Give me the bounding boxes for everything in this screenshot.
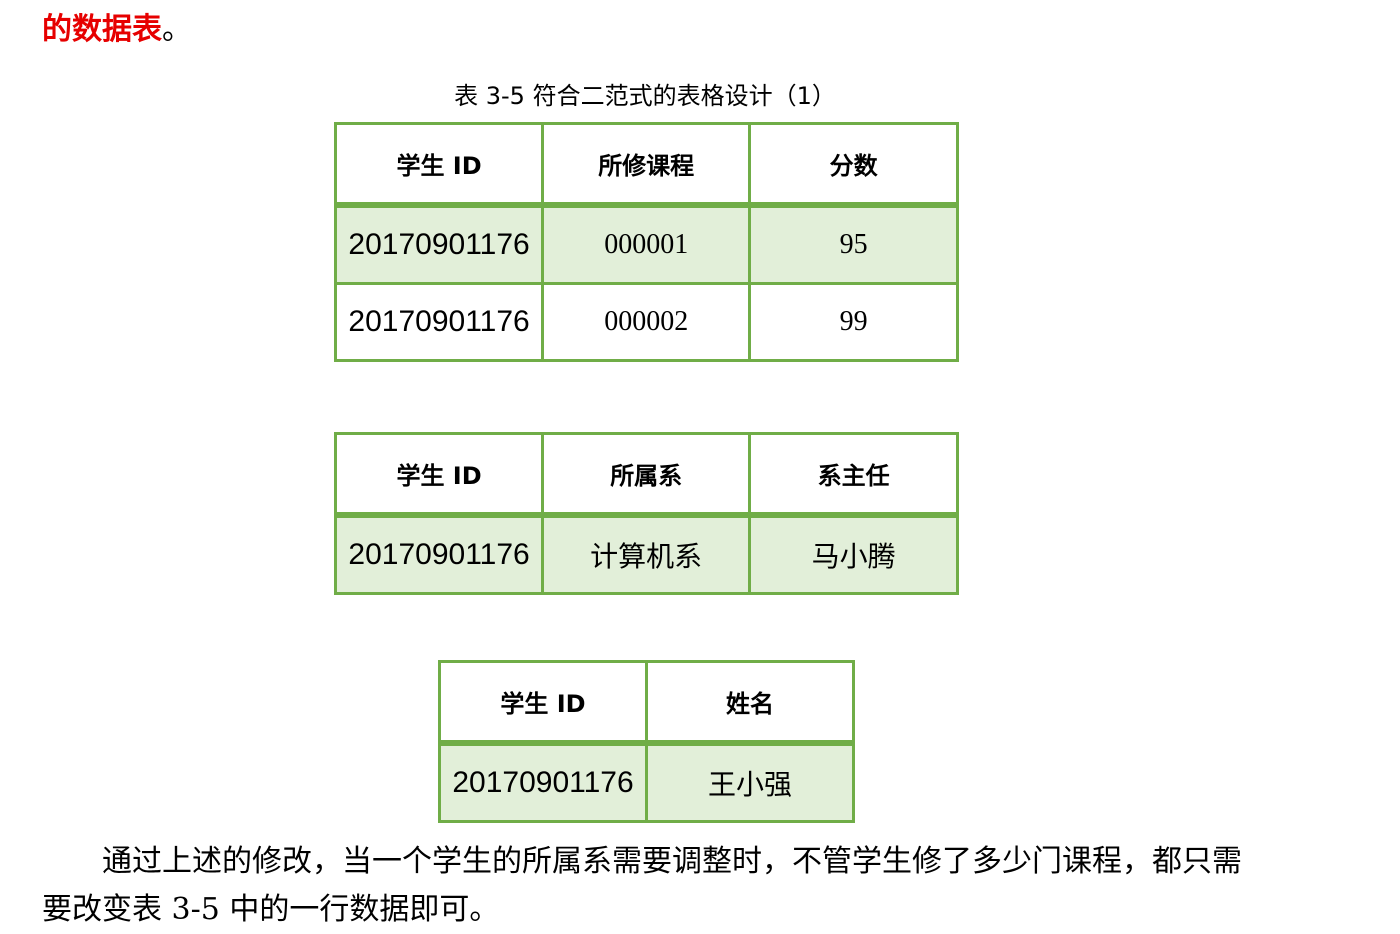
table-header-row: 学生 ID 所属系 系主任: [333, 432, 959, 518]
header-student-id: 学生 ID: [333, 122, 545, 208]
course-score-table: 学生 ID 所修课程 分数 20170901176 000001 95 2017…: [333, 122, 959, 362]
header-department-head: 系主任: [748, 432, 959, 518]
cell-score: 99: [748, 282, 959, 362]
header-department: 所属系: [541, 432, 752, 518]
intro-punct: 。: [162, 12, 192, 47]
header-course: 所修课程: [541, 122, 752, 208]
table-row: 20170901176 000001 95: [333, 203, 959, 285]
table-header-row: 学生 ID 姓名: [438, 660, 855, 746]
paragraph-line-2: 要改变表 3-5 中的一行数据即可。: [42, 892, 500, 927]
header-student-id: 学生 ID: [333, 432, 545, 518]
cell-course: 000001: [541, 203, 752, 285]
table-row: 20170901176 计算机系 马小腾: [333, 513, 959, 595]
student-name-table: 学生 ID 姓名 20170901176 王小强: [438, 660, 855, 823]
cell-department-head: 马小腾: [748, 513, 959, 595]
header-name: 姓名: [645, 660, 855, 746]
department-table: 学生 ID 所属系 系主任 20170901176 计算机系 马小腾: [333, 432, 959, 595]
table-row: 20170901176 000002 99: [333, 282, 959, 362]
cell-course: 000002: [541, 282, 752, 362]
body-paragraph: 通过上述的修改，当一个学生的所属系需要调整时，不管学生修了多少门课程，都只需 要…: [42, 838, 1272, 934]
cell-name: 王小强: [645, 741, 855, 823]
intro-red-text: 的数据表: [42, 12, 162, 47]
paragraph-line-1: 通过上述的修改，当一个学生的所属系需要调整时，不管学生修了多少门课程，都只需: [102, 844, 1242, 879]
intro-line: 的数据表。: [42, 8, 192, 52]
header-student-id: 学生 ID: [438, 660, 648, 746]
cell-student-id: 20170901176: [438, 741, 648, 823]
table-header-row: 学生 ID 所修课程 分数: [333, 122, 959, 208]
cell-student-id: 20170901176: [333, 203, 545, 285]
table-row: 20170901176 王小强: [438, 741, 855, 823]
cell-department: 计算机系: [541, 513, 752, 595]
header-score: 分数: [748, 122, 959, 208]
cell-score: 95: [748, 203, 959, 285]
cell-student-id: 20170901176: [333, 282, 545, 362]
cell-student-id: 20170901176: [333, 513, 545, 595]
table-caption: 表 3-5 符合二范式的表格设计（1）: [454, 82, 836, 110]
